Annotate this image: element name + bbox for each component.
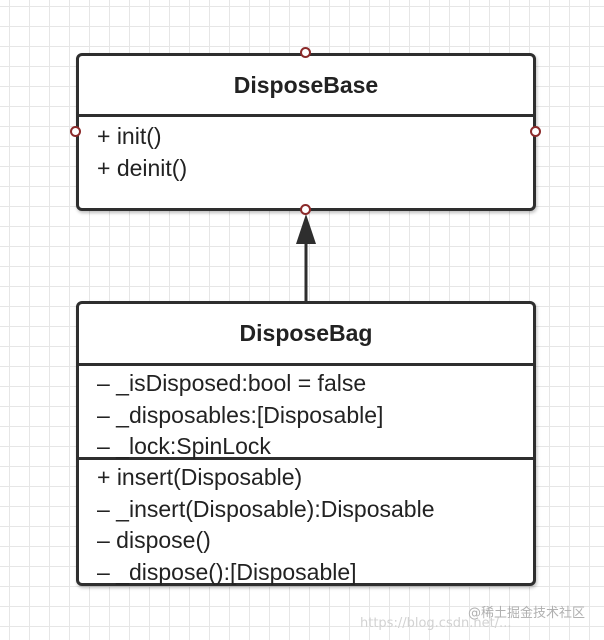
anchor-right-handle[interactable] (530, 126, 541, 137)
attribute-disposables: – _disposables:[Disposable] (97, 401, 384, 428)
class-box-dispose-bag[interactable]: DisposeBag – _isDisposed:bool = false – … (76, 301, 536, 586)
method-private-dispose: – _dispose():[Disposable] (97, 558, 357, 585)
methods-section-dispose-bag: + insert(Disposable) – _insert(Disposabl… (79, 460, 533, 588)
method-insert: + insert(Disposable) (97, 464, 303, 490)
watermark-url: https://blog.csdn.net/... (360, 616, 512, 631)
method-init: + init() (97, 123, 162, 149)
attribute-is-disposed: – _isDisposed:bool = false (97, 370, 367, 396)
class-name-dispose-bag: DisposeBag (79, 304, 533, 366)
inheritance-arrowhead (296, 214, 316, 244)
anchor-bottom-handle[interactable] (300, 204, 311, 215)
anchor-left-handle[interactable] (70, 126, 81, 137)
class-name-dispose-base: DisposeBase (79, 56, 533, 117)
method-dispose: – dispose() (97, 527, 211, 553)
method-deinit: + deinit() (97, 154, 188, 181)
class-box-dispose-base[interactable]: DisposeBase + init() + deinit() (76, 53, 536, 211)
method-private-insert: – _insert(Disposable):Disposable (97, 495, 435, 522)
watermark-text: @稀土掘金技术社区 (468, 606, 586, 621)
anchor-top-handle[interactable] (300, 47, 311, 58)
methods-section-dispose-base: + init() + deinit() (79, 117, 533, 184)
attributes-section-dispose-bag: – _isDisposed:bool = false – _disposable… (79, 366, 533, 460)
attribute-lock: – _lock:SpinLock (97, 433, 271, 459)
